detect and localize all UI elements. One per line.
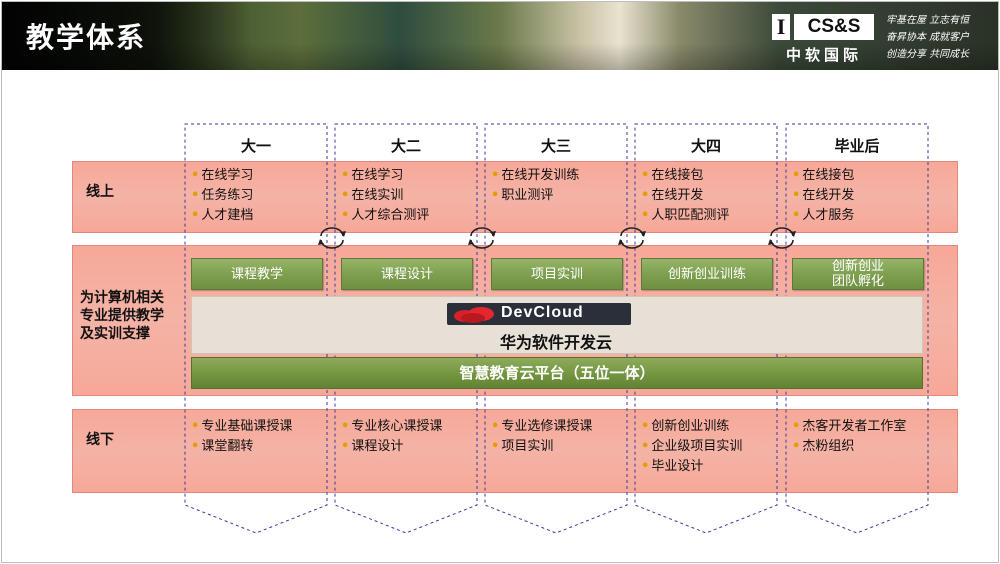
company-slogan: 牢基在屋 立志有恒 奋昇协本 成就客户 创造分享 共同成长 (886, 12, 996, 63)
support-box-course-design: 课程设计 (341, 258, 473, 290)
slogan-line: 牢基在屋 立志有恒 (886, 15, 970, 26)
list-item: •专业核心课授课 (341, 419, 443, 434)
logo-text: CS&S (794, 14, 874, 40)
online-row-label: 线上 (86, 184, 114, 200)
slogan-line: 创造分享 共同成长 (886, 49, 970, 60)
offline-items-year3: •专业选修课授课 •项目实训 (491, 417, 592, 457)
column-title-year3: 大三 (540, 137, 571, 155)
header-title-background (2, 2, 252, 70)
support-box-innovation-training: 创新创业训练 (641, 258, 773, 290)
cycle-arrows-icon (468, 227, 496, 249)
support-label-line: 及实训支撑 (80, 326, 150, 342)
list-item: •杰粉组织 (792, 439, 855, 454)
devcloud-logo-text: DevCloud (501, 304, 584, 321)
offline-band (72, 409, 958, 493)
support-box-line: 创新创业 (831, 259, 884, 274)
column-frame-2 (334, 123, 478, 534)
list-item: •人才服务 (792, 208, 855, 223)
support-box-course-teaching: 课程教学 (191, 258, 323, 290)
list-item: •人才建档 (191, 208, 254, 223)
list-item: •创新创业训练 (641, 419, 730, 434)
logo-mark: I (772, 14, 790, 40)
cycle-arrows-icon (768, 227, 796, 249)
online-items-year1: •在线学习 •任务练习 •人才建档 (191, 166, 253, 226)
list-item: •课堂翻转 (191, 439, 254, 454)
page-title: 教学体系 (26, 21, 147, 54)
column-title-year4: 大四 (690, 137, 721, 155)
devcloud-panel (191, 296, 923, 354)
list-item: •在线开发训练 (491, 168, 580, 183)
offline-items-graduate: •杰客开发者工作室 •杰粉组织 (792, 417, 906, 457)
support-box-project-training: 项目实训 (491, 258, 623, 290)
list-item: •课程设计 (341, 439, 404, 454)
list-item: •人职匹配测评 (641, 208, 730, 223)
list-item: •专业基础课授课 (191, 419, 293, 434)
list-item: •杰客开发者工作室 (792, 419, 907, 434)
column-frame-4 (634, 123, 778, 534)
list-item: •项目实训 (491, 439, 554, 454)
platform-bar: 智慧教育云平台（五位一体） (191, 357, 923, 389)
list-item: •在线学习 (191, 168, 254, 183)
support-box-line: 团队孵化 (831, 274, 884, 289)
support-label-line: 专业提供教学 (80, 308, 164, 324)
list-item: •毕业设计 (641, 459, 704, 474)
online-items-year2: •在线学习 •在线实训 •人才综合测评 (341, 166, 429, 226)
slogan-line: 奋昇协本 成就客户 (886, 32, 970, 43)
online-band (72, 161, 958, 233)
list-item: •职业测评 (491, 188, 554, 203)
cycle-arrows-icon (618, 227, 646, 249)
offline-items-year1: •专业基础课授课 •课堂翻转 (191, 417, 292, 457)
online-items-year4: •在线接包 •在线开发 •人职匹配测评 (641, 166, 729, 226)
cycle-arrows-icon (318, 227, 346, 249)
offline-items-year2: •专业核心课授课 •课程设计 (341, 417, 442, 457)
list-item: •在线学习 (341, 168, 404, 183)
company-logo: I CS&S 中软国际 (772, 14, 876, 64)
column-title-year1: 大一 (240, 137, 271, 155)
list-item: •在线开发 (792, 188, 855, 203)
support-box-incubation: 创新创业 团队孵化 (792, 258, 924, 290)
header-banner: 教学体系 I CS&S 中软国际 牢基在屋 立志有恒 奋昇协本 成就客户 创造分… (2, 2, 998, 70)
offline-row-label: 线下 (86, 432, 114, 448)
devcloud-logo: DevCloud (447, 303, 631, 325)
column-frame-3 (484, 123, 628, 534)
list-item: •在线开发 (641, 188, 704, 203)
list-item: •人才综合测评 (341, 208, 430, 223)
online-items-graduate: •在线接包 •在线开发 •人才服务 (792, 166, 854, 226)
list-item: •任务练习 (191, 188, 254, 203)
support-label-line: 为计算机相关 (80, 290, 164, 306)
offline-items-year4: •创新创业训练 •企业级项目实训 •毕业设计 (641, 417, 742, 477)
list-item: •在线实训 (341, 188, 404, 203)
list-item: •在线接包 (641, 168, 704, 183)
support-row-label: 为计算机相关 专业提供教学 及实训支撑 (80, 289, 164, 343)
list-item: •专业选修课授课 (491, 419, 593, 434)
column-frame-1 (184, 123, 328, 534)
logo-chinese-name: 中软国际 (785, 46, 862, 64)
column-frame-5 (785, 123, 929, 534)
column-title-year2: 大二 (390, 137, 421, 155)
huawei-flower-icon (454, 307, 494, 323)
column-title-graduate: 毕业后 (834, 137, 880, 155)
online-items-year3: •在线开发训练 •职业测评 (491, 166, 579, 206)
list-item: •企业级项目实训 (641, 439, 743, 454)
list-item: •在线接包 (792, 168, 855, 183)
devcloud-title: 华为软件开发云 (499, 333, 612, 352)
